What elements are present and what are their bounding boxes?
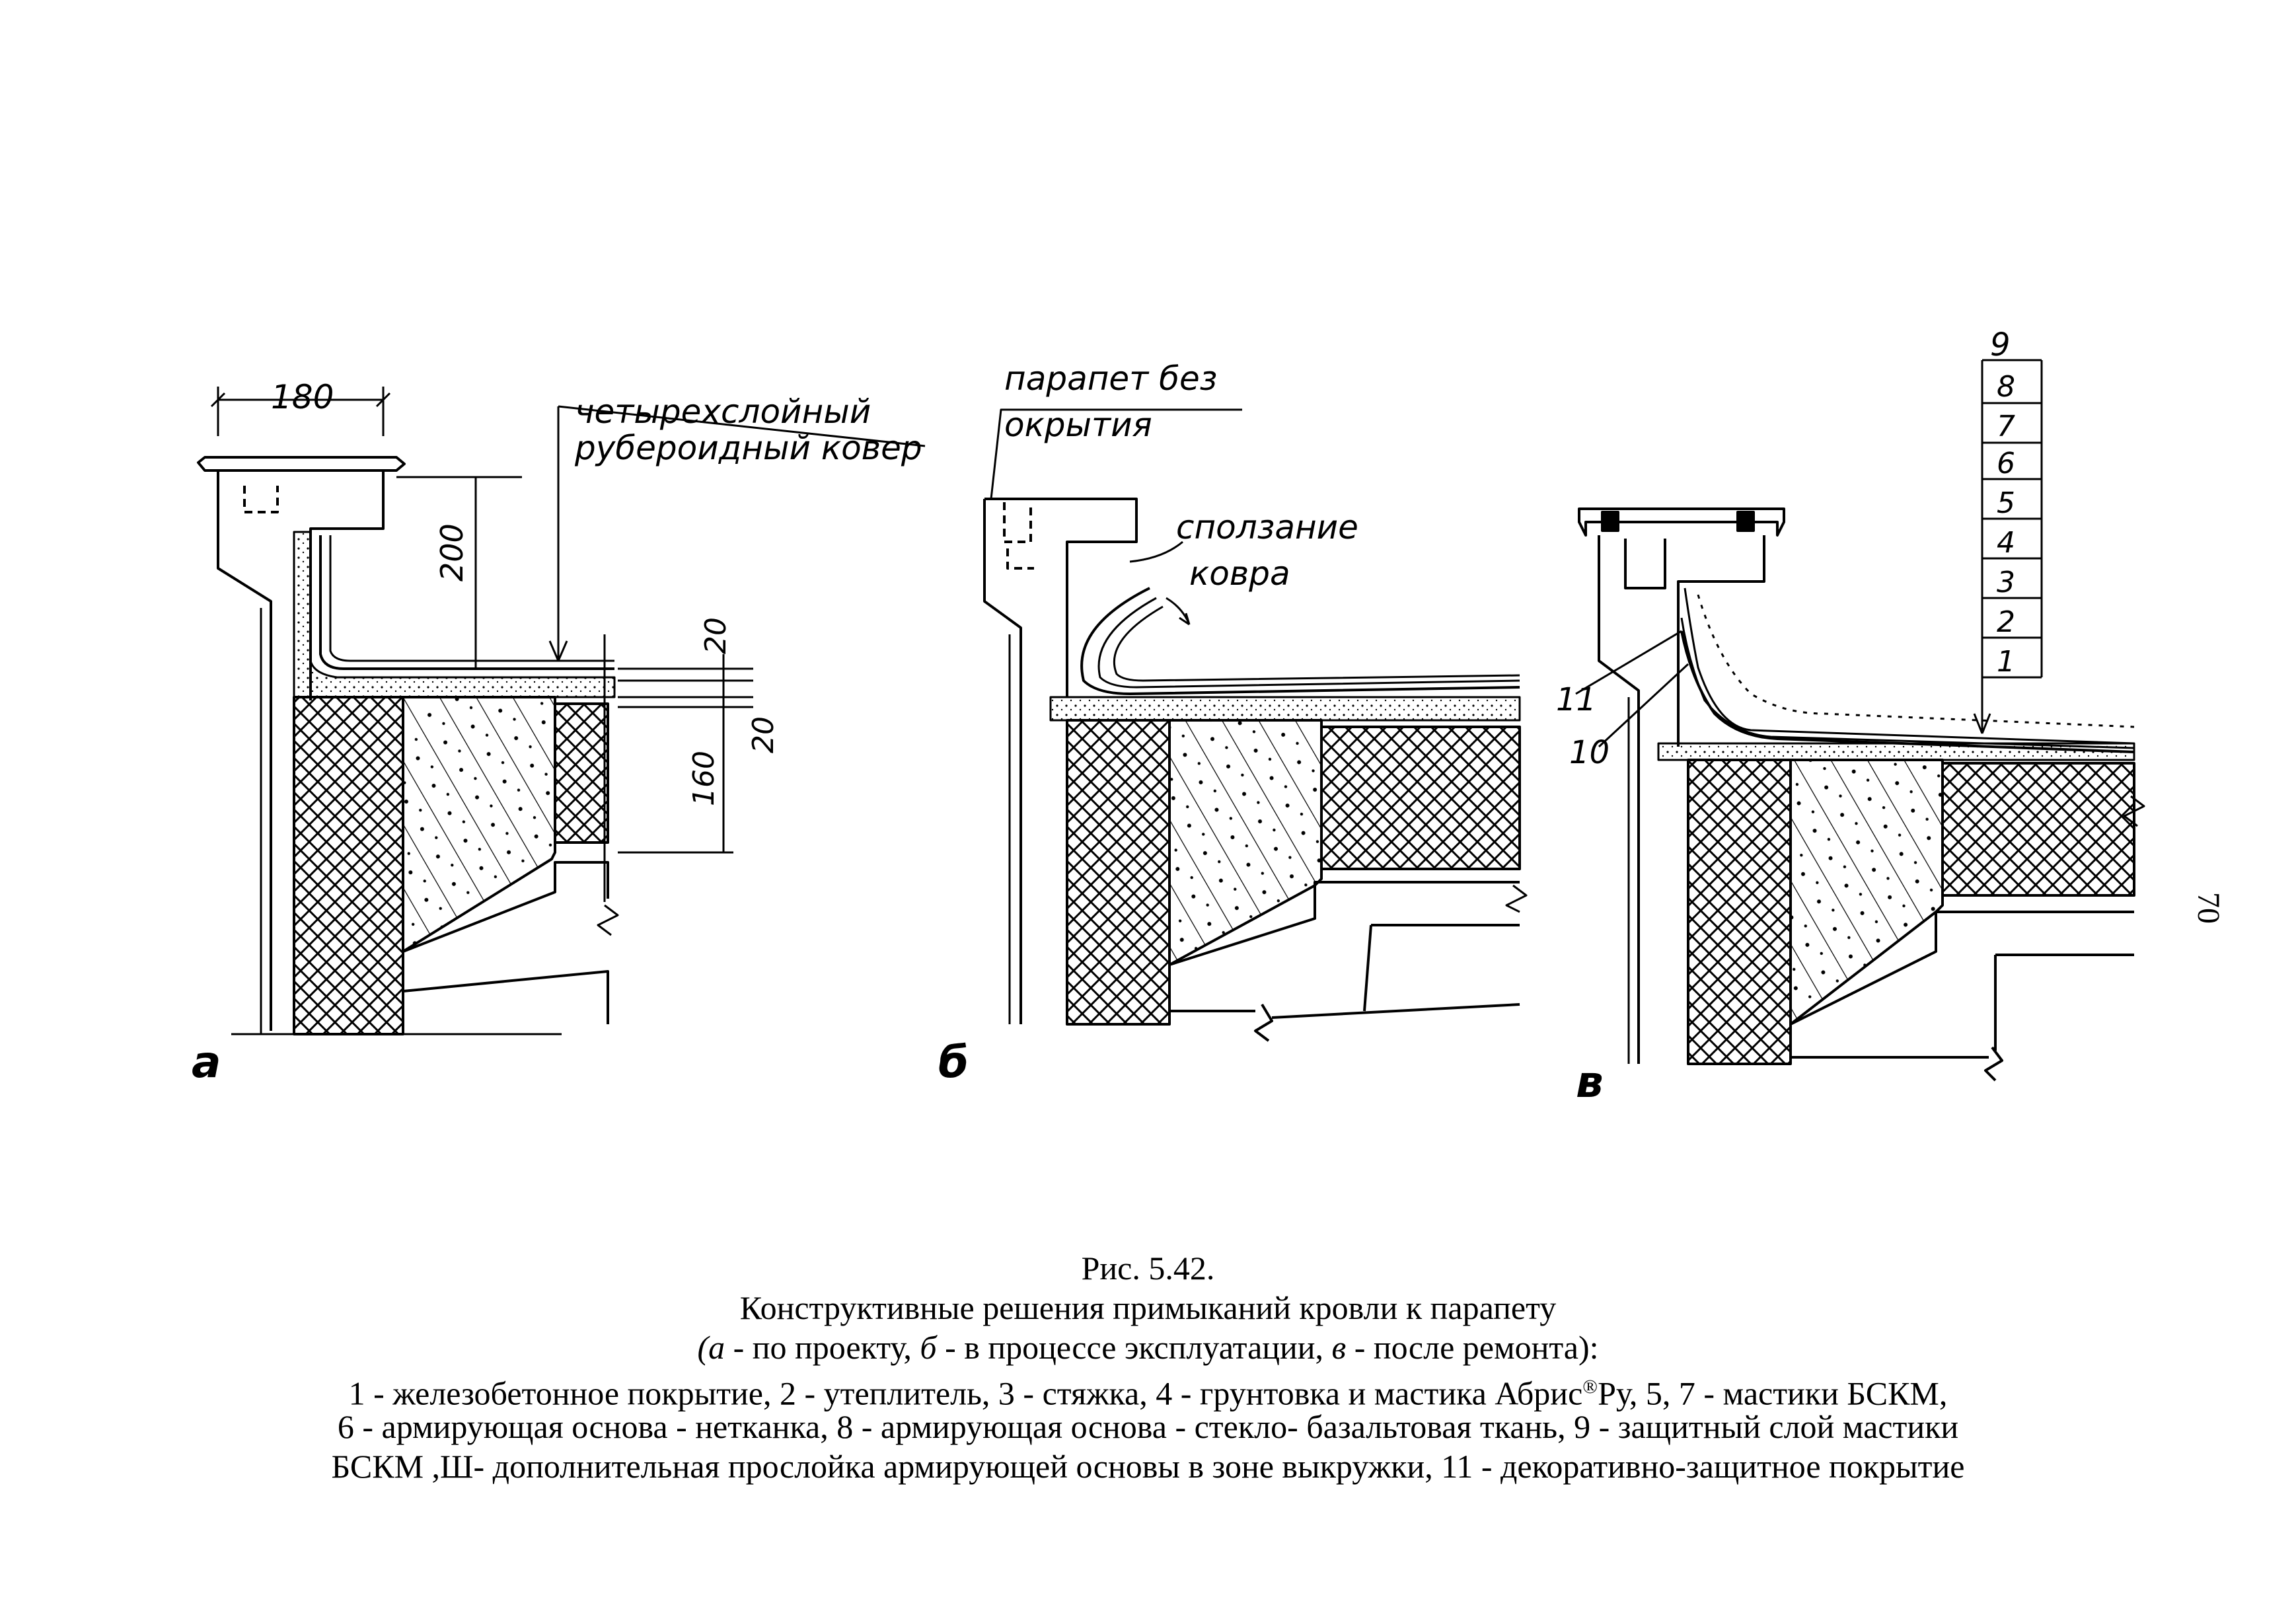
coping-c — [1578, 507, 1785, 537]
label-11: 11 — [1556, 681, 1596, 718]
slip-arrow — [1166, 597, 1191, 626]
roof-carpet-a — [319, 535, 614, 670]
dim-right-a — [618, 654, 753, 854]
layer-7-label: 7 — [1997, 410, 2015, 443]
slab-c — [1789, 759, 1944, 1026]
callout-a-line2: рубероидный ковер — [574, 429, 922, 467]
layer-6-label: 6 — [1997, 447, 2015, 480]
legend-line-1-b: Ру, 5, 7 - мастики БСКМ, — [1598, 1374, 1948, 1412]
insulation-a-right — [554, 702, 609, 844]
dim-20-bottom-label: 20 — [747, 716, 780, 753]
insulation-c — [1687, 759, 1792, 1065]
layer-1-label: 1 — [1997, 645, 2015, 679]
parapet-anchor — [243, 486, 279, 513]
callout-b-line1: парапет без — [1004, 359, 1217, 398]
insulation-b-right — [1320, 726, 1521, 870]
parapet-b — [983, 498, 1138, 1024]
layer-labels: 9 8 7 6 5 4 3 2 1 — [1990, 326, 2015, 679]
dim-200 — [396, 476, 522, 669]
legend-line-1-sup: ® — [1582, 1376, 1598, 1398]
screed-a — [293, 531, 616, 698]
panel-a-letter: а — [192, 1037, 221, 1088]
layer-ladder — [1973, 359, 2042, 734]
parapet-coping — [197, 456, 406, 472]
figure-title: Конструктивные решения примыканий кровли… — [739, 1289, 1557, 1326]
slip-label-line2: ковра — [1189, 554, 1290, 593]
callout-a-line1: четырехслойный — [575, 393, 871, 431]
slab-a — [402, 696, 556, 953]
legend-line-1-a: 1 - железобетонное покрытие, 2 - утеплит… — [348, 1374, 1583, 1412]
insulation-b — [1066, 719, 1171, 1026]
figure-subtitle: (а - по проекту, б - в процессе эксплуат… — [0, 1328, 2296, 1367]
subtitle-b-text: - в процессе эксплуатации, — [936, 1329, 1332, 1366]
screed-b — [1049, 696, 1521, 722]
membrane-c — [1684, 587, 2135, 745]
panel-b — [983, 408, 1528, 1042]
subtitle-b: б — [920, 1329, 937, 1366]
subtitle-a-text: - по проекту, — [725, 1329, 920, 1366]
panel-a — [197, 387, 926, 1035]
dim-180-label: 180 — [271, 378, 334, 416]
subtitle-open: ( — [697, 1329, 709, 1366]
subtitle-c: в — [1331, 1329, 1347, 1366]
callout-b-line2: окрытия — [1004, 406, 1152, 444]
layer-2-label: 2 — [1997, 605, 2015, 639]
slip-label-line1: сползание — [1176, 508, 1358, 546]
subtitle-c-text: - после ремонта): — [1346, 1329, 1599, 1366]
layer-9-label: 9 — [1990, 326, 2011, 363]
dim-200-label: 200 — [434, 523, 470, 581]
layer-8-label: 8 — [1997, 370, 2015, 404]
dim-160-label: 160 — [687, 751, 721, 806]
layer-4-label: 4 — [1997, 526, 2015, 560]
figure-number: Рис. 5.42. — [1081, 1250, 1215, 1287]
dim-180 — [217, 387, 385, 436]
panel-c — [1575, 359, 2145, 1082]
legend-line-2: 6 - армирующая основа - нетканка, 8 - ар… — [337, 1408, 1959, 1445]
dim-20-top-label: 20 — [699, 617, 733, 654]
panel-c-letter: в — [1576, 1057, 1604, 1107]
insulation-a — [293, 696, 404, 1035]
insulation-c-right — [1941, 762, 2135, 897]
panel-b-letter: б — [938, 1037, 969, 1088]
legend-line-1: 1 - железобетонное покрытие, 2 - утеплит… — [0, 1368, 2296, 1413]
parapet-c — [1598, 535, 1765, 1064]
slab-b — [1168, 719, 1323, 966]
subtitle-a: а — [708, 1329, 725, 1366]
label-10: 10 — [1569, 734, 1610, 771]
layer-3-label: 3 — [1997, 566, 2015, 599]
roof-carpet-b — [1080, 587, 1520, 695]
page-number: 70 — [2191, 892, 2226, 924]
layer-5-label: 5 — [1997, 486, 2015, 520]
legend-line-3: БСКМ ,Ш- дополнительная прослойка армиру… — [331, 1448, 1965, 1485]
